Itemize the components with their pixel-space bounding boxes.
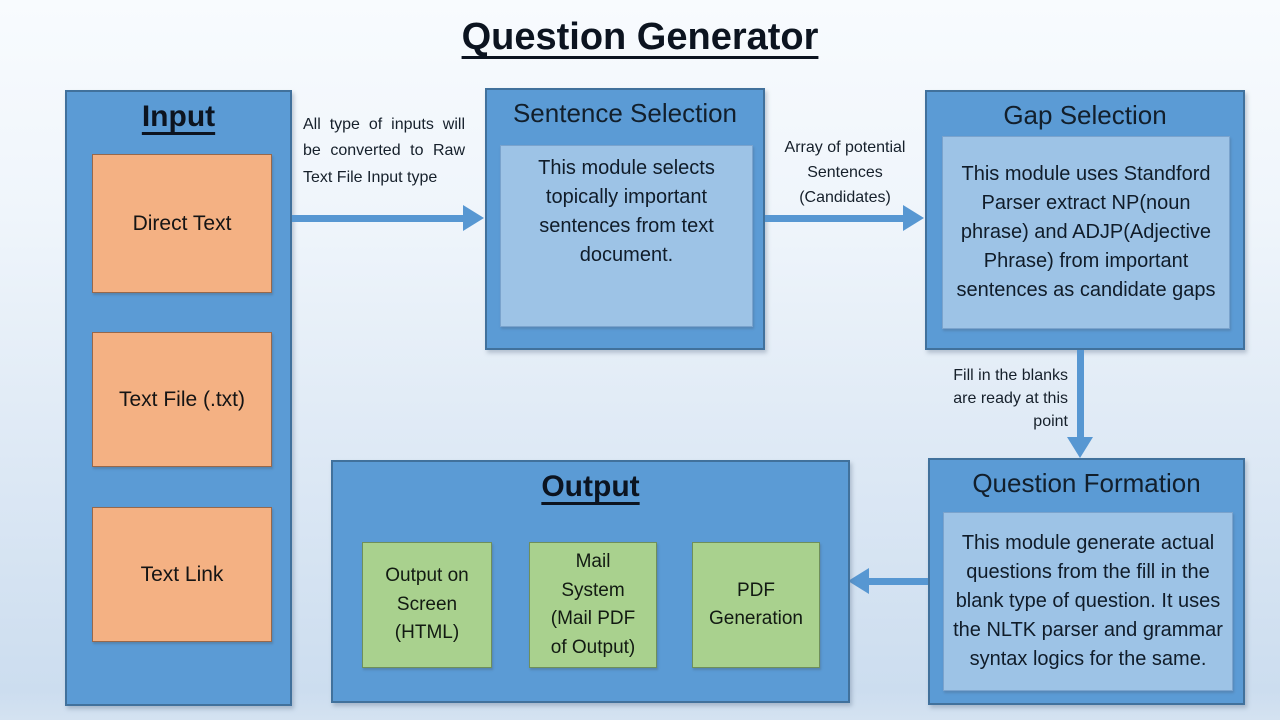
input-module-box: Input Direct Text Text File (.txt) Text … [65,90,292,706]
output-item-pdf-generation: PDF Generation [692,542,820,668]
arrow-gap-to-question [1077,350,1084,437]
diagram-title: Question Generator [461,16,819,58]
output-item-mail-system: Mail System (Mail PDF of Output) [529,542,657,668]
arrow-sentence-to-gap [765,215,903,222]
arrow-head-left-icon [848,568,869,594]
output-module-box: Output Output on Screen (HTML) Mail Syst… [331,460,850,703]
sentence-selection-box: Sentence Selection This module selects t… [485,88,765,350]
input-item-direct-text: Direct Text [92,154,272,293]
question-formation-heading: Question Formation [972,468,1201,498]
question-formation-box: Question Formation This module generate … [928,458,1245,705]
input-item-text-file: Text File (.txt) [92,332,272,467]
question-formation-description: This module generate actual questions fr… [943,512,1233,691]
arrow-input-to-sentence [292,215,463,222]
input-heading: Input [141,100,216,133]
arrow-head-right-icon [903,205,924,231]
arrow-question-to-output [868,578,928,585]
gap-selection-heading: Gap Selection [1003,100,1167,130]
gap-selection-description: This module uses Standford Parser extrac… [942,136,1230,329]
input-item-text-link: Text Link [92,507,272,642]
arrow-head-right-icon [463,205,484,231]
gap-selection-box: Gap Selection This module uses Standford… [925,90,1245,350]
sentence-selection-heading: Sentence Selection [512,98,738,128]
sentence-selection-description: This module selects topically important … [500,145,753,327]
arrow-label-sentence-to-gap: Array of potential Sentences (Candidates… [784,139,906,206]
arrow-label-gap-to-question: Fill in the blanks are ready at this poi… [953,367,1068,431]
arrow-label-input-to-sentence: All type of inputs will be converted to … [303,116,465,186]
arrow-head-down-icon [1067,437,1093,458]
output-heading: Output [541,470,640,503]
output-item-screen-html: Output on Screen (HTML) [362,542,492,668]
